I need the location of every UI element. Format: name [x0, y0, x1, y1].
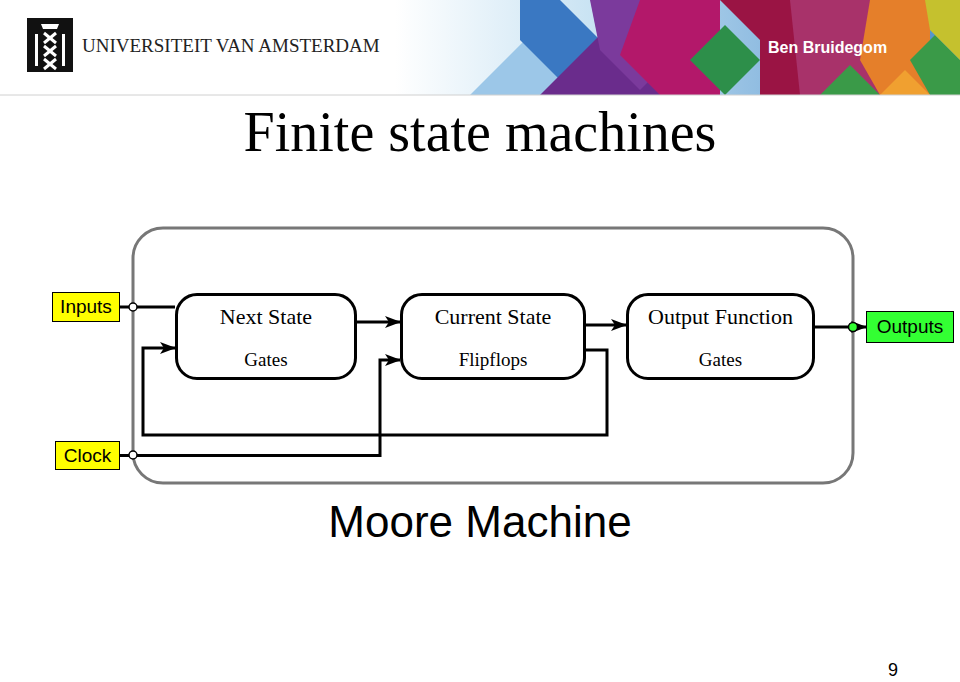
node-body: Gates [244, 349, 287, 371]
machine-enclosure [133, 228, 853, 483]
university-logo [27, 18, 73, 72]
header-rule [0, 95, 960, 96]
slide-title: Finite state machines [0, 100, 960, 164]
node-heading: Next State [220, 304, 312, 330]
output-terminal [849, 323, 858, 332]
university-name: UNIVERSITEIT VAN AMSTERDAM [82, 35, 380, 57]
signal-wire [586, 324, 626, 327]
banner-tile [925, 0, 960, 60]
logo-crown [41, 24, 59, 29]
banner-ground [395, 0, 960, 95]
input-tag: Inputs [52, 292, 120, 322]
diagram-caption: Moore Machine [0, 497, 960, 547]
process-box: Next StateGates [175, 293, 357, 380]
output-tag: Outputs [866, 311, 954, 343]
clock-terminal [129, 451, 137, 459]
node-heading: Clock [64, 445, 112, 467]
input-terminal [129, 303, 137, 311]
node-heading: Output Function [648, 304, 793, 330]
node-heading: Current State [435, 304, 552, 330]
banner-tile [690, 25, 760, 95]
signal-wire [357, 321, 400, 324]
node-body: Flipflops [459, 349, 528, 371]
node-body: Gates [699, 349, 742, 371]
process-box: Output FunctionGates [626, 293, 815, 380]
logo-crosses [44, 33, 56, 69]
clock-tag: Clock [55, 441, 120, 470]
node-heading: Outputs [877, 316, 944, 338]
signal-wire [815, 326, 866, 329]
process-box: Current StateFlipflops [400, 293, 586, 380]
header-banner [395, 0, 960, 95]
page-number: 9 [888, 660, 898, 681]
logo-square [27, 18, 73, 72]
logo-pillars [35, 34, 65, 66]
node-heading: Inputs [60, 296, 112, 318]
author-name: Ben Bruidegom [768, 39, 887, 57]
banner-tile [880, 70, 930, 95]
